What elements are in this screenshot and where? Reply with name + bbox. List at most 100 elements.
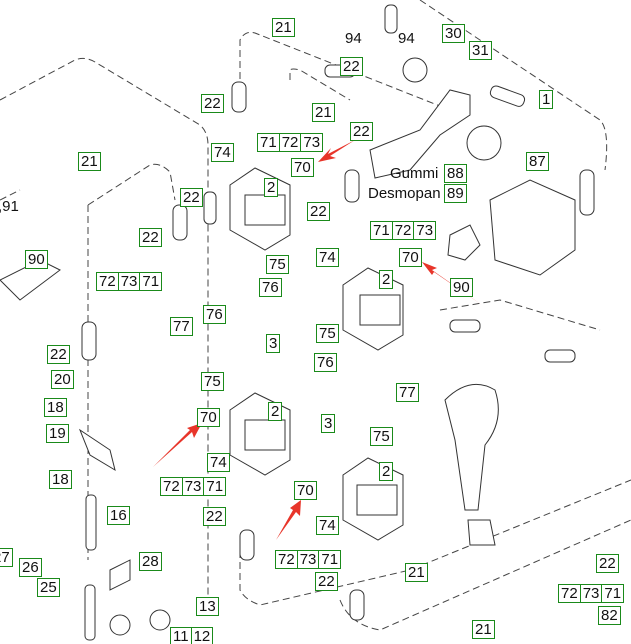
part-callout: 18 bbox=[44, 398, 67, 417]
part-callout: 28 bbox=[139, 552, 162, 571]
part-callout: 2 bbox=[264, 178, 279, 197]
part-number-label: 70 bbox=[197, 408, 220, 427]
part-callout: 75 bbox=[201, 372, 224, 391]
hose-segment bbox=[349, 589, 365, 621]
hose-segment bbox=[85, 494, 97, 551]
part-callout: 18 bbox=[49, 470, 72, 489]
part-number-label: 90 bbox=[25, 250, 48, 269]
hose-segment bbox=[384, 4, 398, 34]
part-number-label: 70 bbox=[399, 248, 422, 267]
part-number-label: 28 bbox=[139, 552, 162, 571]
hose-line bbox=[87, 163, 176, 206]
part-callout: 75 bbox=[316, 324, 339, 343]
part-callout: 21 bbox=[78, 152, 101, 171]
part-number-label: 77 bbox=[170, 317, 193, 336]
part-number-label: 72 bbox=[391, 221, 415, 240]
part-number-label: 73 bbox=[300, 133, 324, 152]
part-number-label: 22 bbox=[203, 507, 226, 526]
part-number-label: 22 bbox=[315, 572, 338, 591]
hose-line bbox=[339, 519, 631, 631]
part-number-label: 25 bbox=[37, 578, 60, 597]
hose-segment bbox=[449, 319, 481, 333]
part-callout: 77 bbox=[170, 317, 193, 336]
part-number-label: 13 bbox=[196, 597, 219, 616]
part-callout: 21 bbox=[405, 563, 428, 582]
solenoid-valve bbox=[244, 419, 286, 451]
part-callout: 22 bbox=[201, 94, 224, 113]
part-number-label: 75 bbox=[201, 372, 224, 391]
hose-segment bbox=[544, 349, 576, 363]
part-callout: 76 bbox=[203, 305, 226, 324]
part-number-label: 2 bbox=[379, 270, 394, 289]
pressure-gauge bbox=[402, 57, 428, 83]
part-callout: 27 bbox=[0, 548, 13, 567]
part-number-label: 74 bbox=[207, 453, 230, 472]
part-number-label: 22 bbox=[340, 57, 363, 76]
part-number-label: 21 bbox=[405, 563, 428, 582]
part-number-label: 1 bbox=[539, 90, 554, 109]
part-number-label: 72 bbox=[275, 550, 298, 569]
part-callout: 75 bbox=[370, 427, 393, 446]
part-callout: 89 bbox=[444, 184, 467, 203]
part-number-label: 71 bbox=[257, 133, 280, 152]
plain-label: 94 bbox=[398, 30, 415, 47]
hose-segment bbox=[81, 321, 97, 361]
part-number-label: 76 bbox=[314, 353, 337, 372]
part-number-label: 21 bbox=[78, 152, 101, 171]
part-number-label: 70 bbox=[291, 158, 314, 177]
part-number-label: 18 bbox=[49, 470, 72, 489]
plain-label: 94 bbox=[345, 30, 362, 47]
part-callout: 22 bbox=[340, 57, 363, 76]
part-callout: 90 bbox=[450, 278, 473, 297]
part-number-label: 2 bbox=[379, 462, 394, 481]
part-number-label: 75 bbox=[266, 255, 289, 274]
hose-line bbox=[419, 0, 608, 171]
part-number-label: 72 bbox=[558, 584, 581, 603]
part-number-label: 22 bbox=[139, 228, 162, 247]
hose-line bbox=[439, 299, 601, 331]
part-number-label: 26 bbox=[19, 558, 42, 577]
mount-plate bbox=[109, 559, 131, 591]
fitting bbox=[109, 614, 131, 636]
part-number-label: 19 bbox=[46, 424, 69, 443]
part-number-label: 18 bbox=[44, 398, 67, 417]
part-callout: 21 bbox=[272, 18, 295, 37]
hose-reel bbox=[444, 383, 499, 511]
pump-head bbox=[489, 179, 576, 276]
part-number-label: 76 bbox=[203, 305, 226, 324]
solenoid-valve bbox=[356, 484, 398, 516]
part-callout: 22 bbox=[139, 228, 162, 247]
part-callout: 13 bbox=[196, 597, 219, 616]
membrane-disc bbox=[466, 125, 502, 161]
part-number-label: 71 bbox=[370, 221, 393, 240]
part-number-label: 27 bbox=[0, 548, 13, 567]
part-number-label: 22 bbox=[47, 345, 70, 364]
part-number-label: 22 bbox=[596, 554, 619, 573]
hose-line bbox=[0, 57, 209, 600]
part-callout: 21 bbox=[312, 103, 335, 122]
part-callout: 88 bbox=[444, 164, 467, 183]
part-callout: 74 bbox=[207, 453, 230, 472]
part-callout: 30 bbox=[442, 24, 465, 43]
part-number-label: 3 bbox=[266, 334, 281, 353]
part-number-label: 73 bbox=[117, 272, 141, 291]
pump-unit bbox=[369, 89, 471, 179]
part-number-label: 22 bbox=[201, 94, 224, 113]
part-number-label: 89 bbox=[444, 184, 467, 203]
hose-segment bbox=[579, 169, 595, 216]
part-number-label: 22 bbox=[350, 122, 373, 141]
part-number-label: 31 bbox=[469, 41, 492, 60]
part-number-label: 76 bbox=[259, 278, 282, 297]
part-number-label: 74 bbox=[211, 143, 234, 162]
red-arrows bbox=[153, 140, 482, 540]
part-number-label: 71 bbox=[318, 550, 342, 569]
solenoid-valve bbox=[359, 294, 401, 326]
part-callout: 87 bbox=[526, 152, 549, 171]
part-callout: 76 bbox=[314, 353, 337, 372]
part-callout: 22 bbox=[47, 345, 70, 364]
